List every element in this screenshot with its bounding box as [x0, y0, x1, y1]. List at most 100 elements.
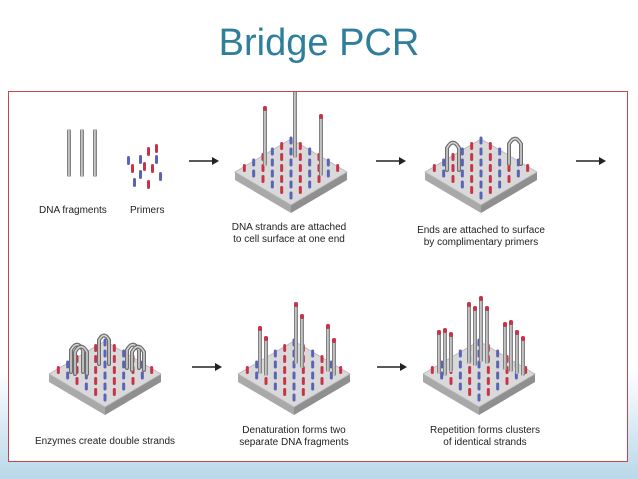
primer: [498, 147, 502, 156]
dna-bridge-highlight: [131, 345, 145, 371]
primer: [280, 186, 284, 194]
plate-side: [294, 374, 350, 415]
primer: [112, 377, 116, 385]
strand-tip: [294, 302, 298, 307]
caption-step5: Denaturation forms two separate DNA frag…: [219, 425, 369, 449]
primer: [261, 175, 265, 183]
dna-bridge-highlight: [74, 345, 88, 375]
strand-tip: [485, 306, 489, 311]
primer: [488, 164, 492, 172]
primer: [486, 366, 490, 374]
primer: [139, 155, 142, 164]
arrows-group: [189, 157, 606, 371]
caption-step6-line1: Repetition forms clusters: [429, 425, 541, 436]
primer: [103, 393, 107, 402]
primer: [283, 377, 287, 385]
primer: [311, 360, 315, 369]
primer: [479, 136, 483, 145]
dna-strand: [263, 106, 267, 166]
primer: [470, 153, 474, 161]
strand-tip: [258, 326, 262, 331]
primer: [289, 158, 293, 167]
primer: [488, 153, 492, 161]
primer: [147, 147, 150, 156]
primer: [301, 377, 305, 385]
primer: [505, 377, 509, 385]
primer: [468, 377, 472, 385]
primer: [496, 360, 500, 369]
primer: [283, 355, 287, 363]
primer: [273, 382, 277, 391]
dna-strand: [437, 330, 441, 374]
primer: [526, 164, 530, 172]
primer: [440, 371, 444, 380]
primer: [94, 388, 98, 396]
primer: [470, 142, 474, 150]
primer: [273, 371, 277, 380]
primer: [103, 371, 107, 380]
dna-bridge-highlight: [70, 343, 84, 373]
flow-cell-plate: [237, 302, 351, 415]
primer: [280, 164, 284, 172]
primer: [133, 178, 136, 187]
primer: [458, 371, 462, 380]
dna-bridge-highlight: [508, 137, 522, 165]
dna-strand: [473, 306, 477, 366]
primer: [477, 360, 481, 369]
caption-dna-fragments: DNA fragments: [39, 205, 107, 216]
primer: [270, 147, 274, 156]
primer: [488, 186, 492, 194]
primer: [298, 142, 302, 150]
page-title: Bridge PCR: [218, 22, 420, 64]
primer: [122, 349, 126, 358]
loose-primers-group: [127, 144, 162, 189]
dna-fragments-group: [67, 129, 97, 177]
primer: [289, 147, 293, 156]
dna-strand: [443, 328, 447, 376]
primer: [301, 388, 305, 396]
primer: [488, 175, 492, 183]
primer: [311, 371, 315, 380]
arrow-right-icon: [376, 157, 406, 165]
primer: [479, 180, 483, 189]
primer: [122, 382, 126, 391]
dna-strand: [509, 320, 513, 372]
strand-tip: [467, 302, 471, 307]
primer: [283, 344, 287, 352]
strand-tip: [503, 322, 507, 327]
plate-side: [235, 172, 291, 213]
flow-cell-plate: [234, 92, 348, 213]
primer: [479, 169, 483, 178]
caption-step6: Repetition forms clusters of identical s…: [405, 425, 565, 449]
arrow-right-icon: [576, 157, 606, 165]
primer: [283, 366, 287, 374]
primer: [326, 158, 330, 167]
primer: [289, 169, 293, 178]
primer: [94, 355, 98, 363]
primer: [308, 169, 312, 178]
dna-strand: [479, 296, 483, 362]
primer: [496, 382, 500, 391]
dna-strand: [515, 330, 519, 374]
primer: [488, 142, 492, 150]
dna-bridge-highlight: [446, 141, 460, 171]
primer: [245, 366, 249, 374]
primer: [280, 153, 284, 161]
primer: [432, 164, 436, 172]
primer: [155, 155, 158, 164]
arrow-right-icon: [192, 363, 222, 371]
primer: [103, 360, 107, 369]
plate-side: [425, 172, 481, 213]
primer: [496, 371, 500, 380]
plate-side: [481, 172, 537, 213]
primer: [479, 147, 483, 156]
primer: [442, 169, 446, 178]
primer: [298, 186, 302, 194]
primer: [516, 169, 520, 178]
dna-fragment: [93, 129, 97, 177]
primer: [270, 180, 274, 189]
primer: [320, 377, 324, 385]
primer: [460, 147, 464, 156]
plate-side: [479, 374, 535, 415]
primer: [479, 158, 483, 167]
